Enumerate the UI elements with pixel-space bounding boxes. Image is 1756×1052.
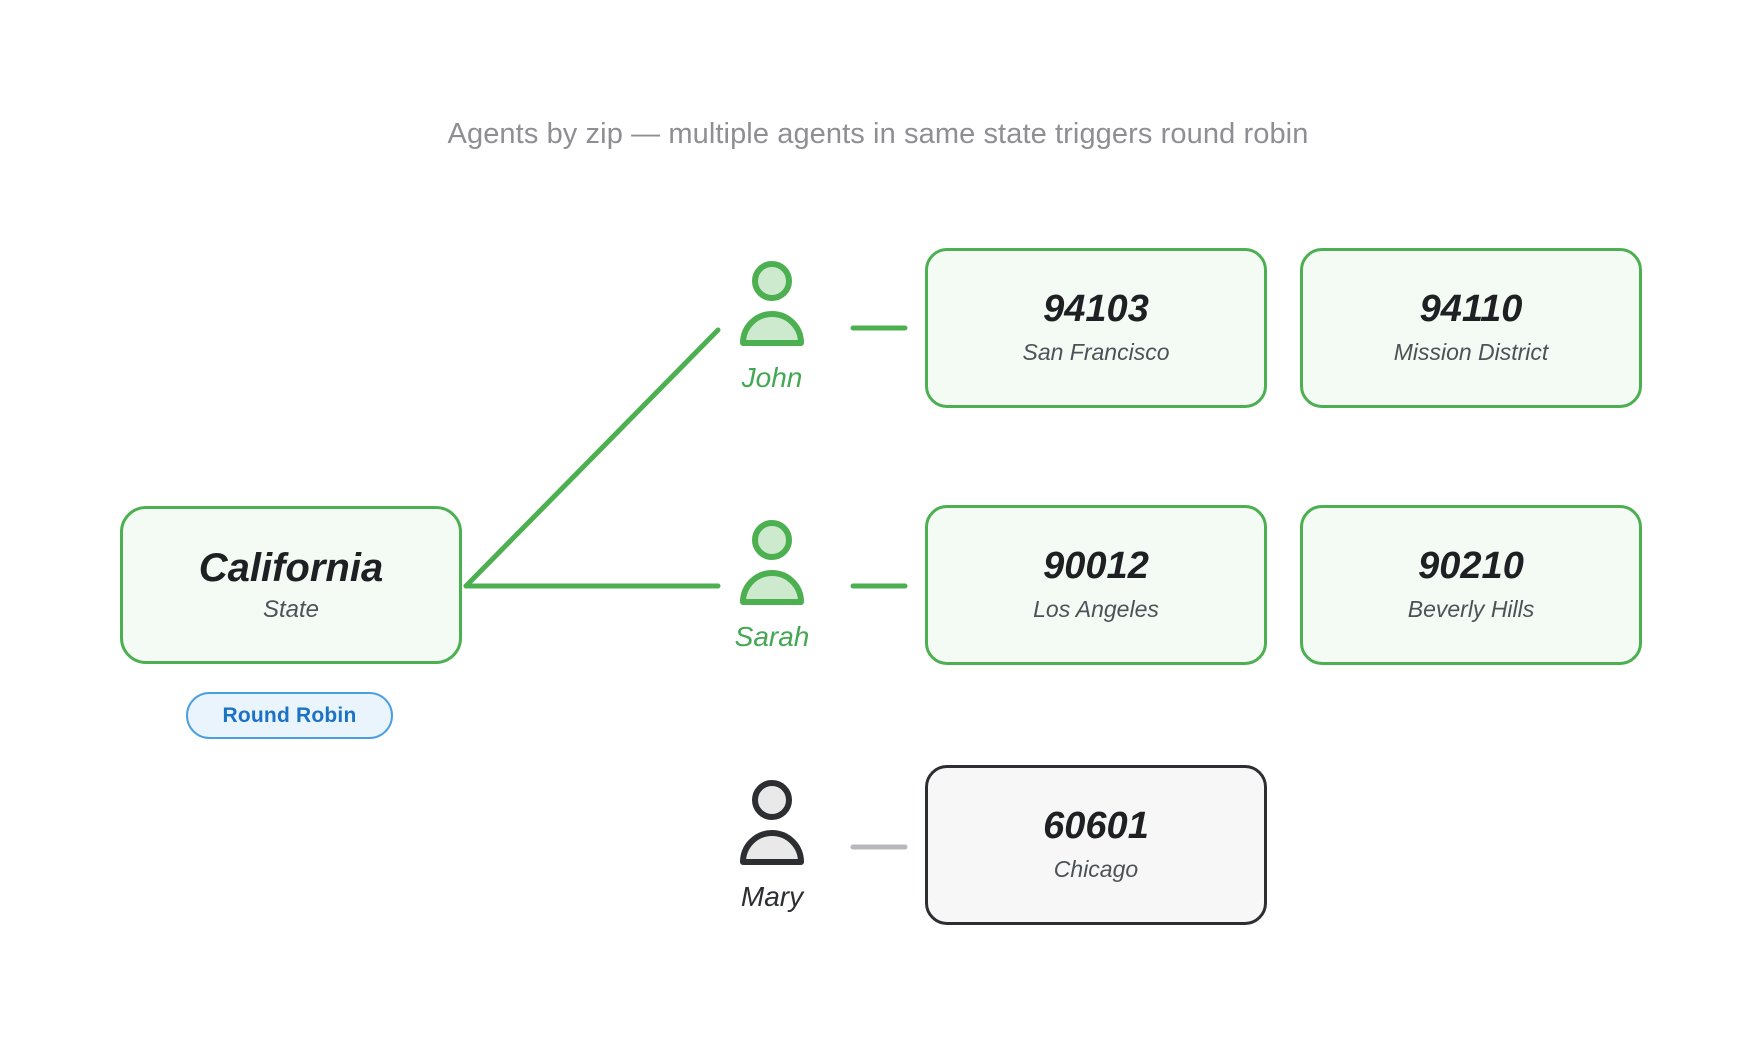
- agent-name-label: Sarah: [734, 621, 810, 652]
- state-node-california[interactable]: California State: [120, 506, 462, 664]
- zip-code-label: 94110: [1419, 288, 1523, 331]
- zip-city-label: Mission District: [1393, 339, 1549, 366]
- agent-sarah[interactable]: Sarah: [712, 517, 832, 651]
- zip-city-label: San Francisco: [1022, 339, 1170, 366]
- zip-city-label: Beverly Hills: [1407, 596, 1535, 623]
- zip-code-label: 90012: [1043, 545, 1149, 588]
- person-icon: [736, 517, 808, 614]
- state-node-title: California: [198, 545, 384, 590]
- person-icon: [736, 258, 808, 355]
- zip-card-90210[interactable]: 90210 Beverly Hills: [1300, 505, 1642, 665]
- zip-city-label: Los Angeles: [1033, 596, 1159, 623]
- zip-code-label: 60601: [1043, 805, 1149, 848]
- agent-mary[interactable]: Mary: [712, 777, 832, 911]
- agent-name-label: Mary: [740, 881, 804, 912]
- state-node-subtitle: State: [262, 595, 320, 623]
- person-icon: [736, 777, 808, 874]
- zip-card-94110[interactable]: 94110 Mission District: [1300, 248, 1642, 408]
- status-badge-round-robin[interactable]: Round Robin: [186, 692, 393, 739]
- agent-name-label: John: [741, 362, 803, 393]
- zip-code-label: 94103: [1043, 288, 1149, 331]
- agent-john[interactable]: John: [712, 258, 832, 392]
- page-title: Agents by zip — multiple agents in same …: [447, 118, 1309, 150]
- zip-city-label: Chicago: [1053, 856, 1139, 883]
- zip-card-94103[interactable]: 94103 San Francisco: [925, 248, 1267, 408]
- zip-card-60601[interactable]: 60601 Chicago: [925, 765, 1267, 925]
- zip-code-label: 90210: [1418, 545, 1524, 588]
- edge-california-to-john: [463, 327, 721, 589]
- zip-card-90012[interactable]: 90012 Los Angeles: [925, 505, 1267, 665]
